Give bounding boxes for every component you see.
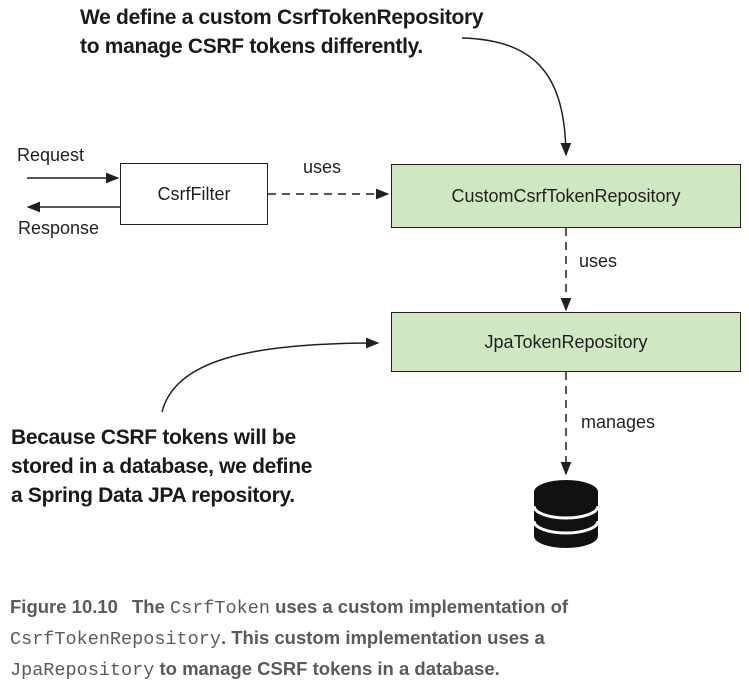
top-annotation: We define a custom CsrfTokenRepository t… [80, 3, 484, 61]
side-annotation: Because CSRF tokens will be stored in a … [11, 423, 312, 510]
figure-number: Figure 10.10 [10, 596, 118, 617]
caption-text-1: The [131, 596, 165, 617]
caption-code-1: CsrfToken [170, 598, 270, 619]
side-annotation-line-1: Because CSRF tokens will be [11, 426, 296, 449]
top-note-callout [461, 37, 572, 157]
manages-label: manages [581, 412, 656, 432]
caption-text-3: . This custom implementation uses a [220, 627, 545, 648]
custom-repo-label: CustomCsrfTokenRepository [451, 185, 681, 206]
custom-csrf-token-repository-box: CustomCsrfTokenRepository [391, 164, 741, 228]
caption-text-4: to manage CSRF tokens in a database. [159, 658, 500, 679]
jpa-token-repository-box: JpaTokenRepository [391, 312, 741, 372]
top-annotation-line-2: to manage CSRF tokens differently. [80, 35, 423, 58]
jpa-repo-label: JpaTokenRepository [484, 331, 648, 352]
database-icon [532, 480, 600, 548]
side-note-callout [161, 337, 380, 413]
request-label: Request [17, 145, 85, 165]
figure-caption: Figure 10.10 The CsrfToken uses a custom … [10, 592, 740, 685]
caption-code-2: CsrfTokenRepository [10, 629, 221, 650]
side-annotation-line-2: stored in a database, we define [11, 455, 313, 478]
response-label: Response [18, 218, 100, 238]
csrf-filter-label: CsrfFilter [157, 183, 231, 204]
caption-text-2: uses a custom implementation of [275, 596, 569, 617]
side-annotation-line-3: a Spring Data JPA repository. [11, 484, 295, 507]
caption-code-3: JpaRepository [10, 660, 155, 681]
csrf-filter-box: CsrfFilter [120, 163, 268, 225]
uses-label-2: uses [579, 251, 618, 271]
uses-label-1: uses [303, 157, 342, 177]
top-annotation-line-1: We define a custom CsrfTokenRepository [80, 6, 484, 29]
